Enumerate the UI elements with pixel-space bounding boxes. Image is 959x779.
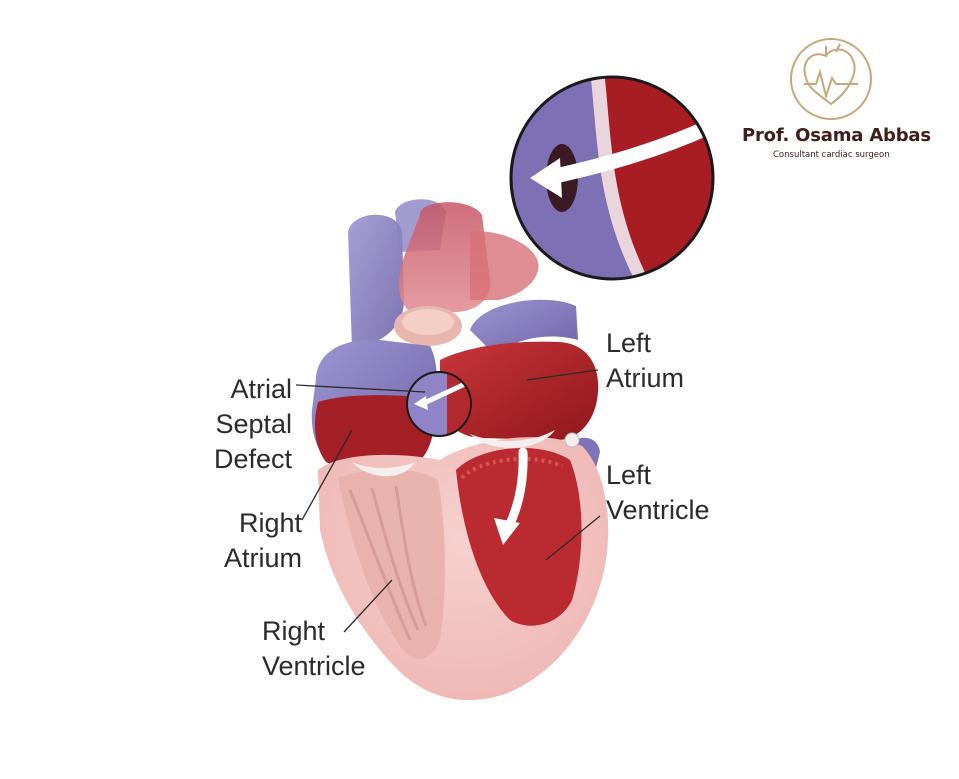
brand-name: Prof. Osama Abbas [742,125,931,146]
left-atrium-chamber [440,341,599,440]
brand-subtitle: Consultant cardiac surgeon [773,150,890,160]
heart-ecg-logo-icon [790,38,872,120]
ventricle-muscle [318,430,609,701]
aorta [394,202,539,346]
label-atrial-septal-defect: Atrial Septal Defect [213,374,292,474]
label-left-atrium: Left Atrium [606,328,685,393]
right-atrium-chamber [311,339,438,471]
label-right-ventricle: Right Ventricle [262,616,366,681]
flow-arrow-left-ventricle [494,447,528,545]
leader-lines [295,369,601,633]
zoom-inset [509,75,715,281]
label-right-atrium: Right Atrium [223,508,302,573]
label-left-ventricle: Left Ventricle [606,460,710,525]
